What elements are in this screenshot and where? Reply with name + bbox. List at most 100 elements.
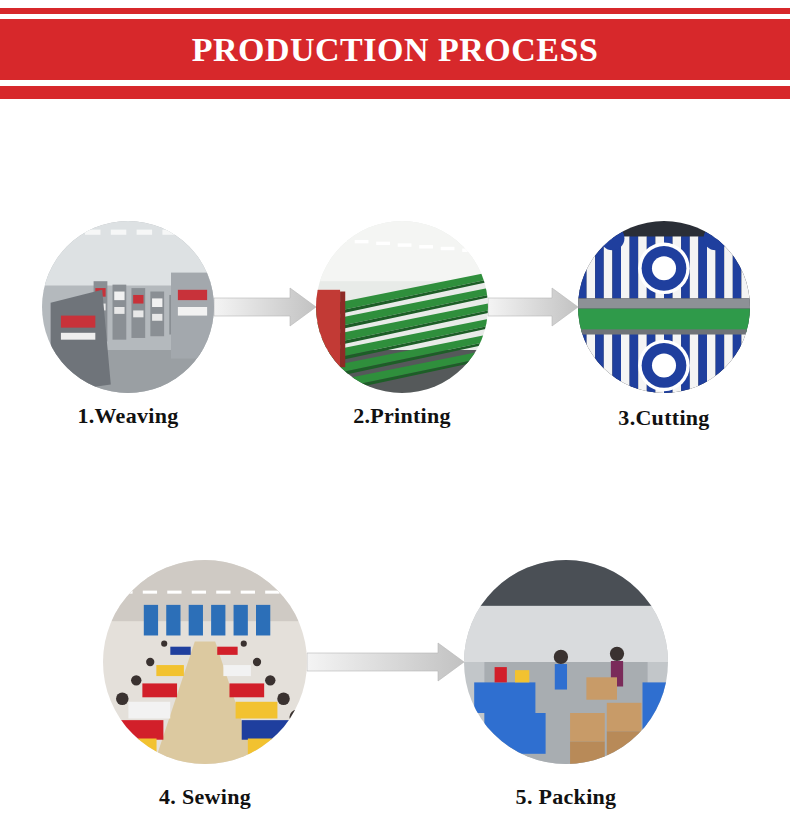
scene-shape [188, 230, 203, 235]
scene-shape [419, 245, 433, 248]
step-illustration [316, 221, 488, 393]
scene-shape [116, 692, 129, 705]
step-photo-circle [42, 221, 214, 393]
scene-shape [111, 230, 126, 235]
scene-shape [595, 236, 604, 298]
scene-shape [211, 605, 225, 636]
scene-shape [128, 702, 170, 719]
scene-shape [376, 242, 390, 245]
scene-shape [146, 658, 154, 666]
scene-shape [554, 650, 568, 664]
scene-shape [474, 682, 535, 713]
step-illustration [42, 221, 214, 393]
scene-shape [610, 647, 624, 661]
scene-shape [570, 742, 605, 764]
scene-shape [741, 333, 750, 393]
scene-shape [652, 353, 676, 377]
scene-shape [242, 720, 291, 740]
scene-shape [248, 739, 304, 761]
scene-shape [652, 256, 676, 280]
scene-shape [316, 221, 488, 281]
step-illustration [464, 560, 668, 764]
scene-shape [578, 236, 587, 298]
scene-shape [464, 560, 668, 764]
scene-shape [441, 247, 455, 250]
flow-arrow [307, 643, 464, 681]
step-label: 2.Printing [353, 403, 451, 429]
scene-shape [724, 333, 733, 393]
scene-shape [178, 307, 207, 316]
scene-shape [131, 288, 145, 338]
scene-shape [114, 720, 163, 740]
banner-stripe [0, 86, 790, 99]
scene-shape [638, 340, 690, 392]
scene-shape [302, 727, 307, 744]
diagram-title: PRODUCTION PROCESS [0, 19, 790, 80]
scene-shape [114, 307, 124, 314]
scene-shape [103, 739, 157, 761]
scene-shape [113, 285, 127, 340]
scene-shape [630, 333, 639, 393]
process-step: 2.Printing [316, 221, 488, 429]
scene-shape [234, 605, 248, 636]
scene-shape [587, 236, 596, 298]
scene-shape [484, 713, 545, 754]
scene-shape [733, 236, 742, 298]
scene-shape [612, 333, 621, 393]
scene-shape [515, 670, 529, 682]
scene-shape [289, 710, 304, 725]
scene-shape [495, 667, 507, 682]
scene-shape [607, 731, 642, 760]
scene-shape [600, 226, 624, 250]
scene-shape [316, 221, 488, 393]
process-step: 1.Weaving [42, 221, 214, 429]
scene-shape [152, 314, 162, 321]
scene-shape [171, 273, 214, 359]
step-photo-circle [578, 221, 750, 393]
scene-shape [161, 641, 167, 647]
scene-shape [61, 333, 95, 340]
scene-shape [143, 591, 157, 594]
scene-shape [398, 243, 412, 246]
scene-shape [170, 647, 190, 655]
scene-shape [607, 703, 642, 732]
scene-shape [241, 591, 255, 594]
step-label: 4. Sewing [159, 784, 251, 810]
scene-shape [578, 329, 750, 334]
scene-shape [144, 605, 158, 636]
step-illustration [103, 560, 307, 764]
scene-shape [103, 710, 116, 725]
scene-shape [630, 236, 639, 298]
scene-shape [464, 560, 668, 606]
scene-shape [587, 333, 596, 393]
scene-shape [85, 230, 100, 235]
scene-shape [162, 230, 177, 235]
scene-shape [698, 333, 707, 393]
scene-shape [156, 665, 184, 676]
scene-shape [265, 591, 279, 594]
scene-shape [256, 605, 270, 636]
flow-arrow [488, 288, 578, 326]
scene-shape [167, 591, 181, 594]
scene-shape [142, 683, 177, 697]
scene-shape [103, 560, 307, 621]
scene-shape [340, 292, 345, 368]
scene-shape [137, 230, 152, 235]
scene-shape [166, 605, 180, 636]
scene-shape [189, 605, 203, 636]
scene-shape [114, 292, 124, 301]
scene-shape [253, 658, 261, 666]
scene-shape [733, 333, 742, 393]
scene-shape [103, 560, 307, 764]
scene-shape [223, 665, 251, 676]
scene-shape [578, 333, 587, 393]
process-step: 4. Sewing [103, 560, 307, 810]
scene-shape [118, 591, 132, 594]
scene-shape [217, 647, 237, 655]
step-photo-circle [464, 560, 668, 764]
scene-shape [690, 236, 699, 298]
banner-stripe [0, 8, 790, 14]
scene-shape [59, 230, 74, 235]
process-step: 3.Cutting [578, 221, 750, 431]
